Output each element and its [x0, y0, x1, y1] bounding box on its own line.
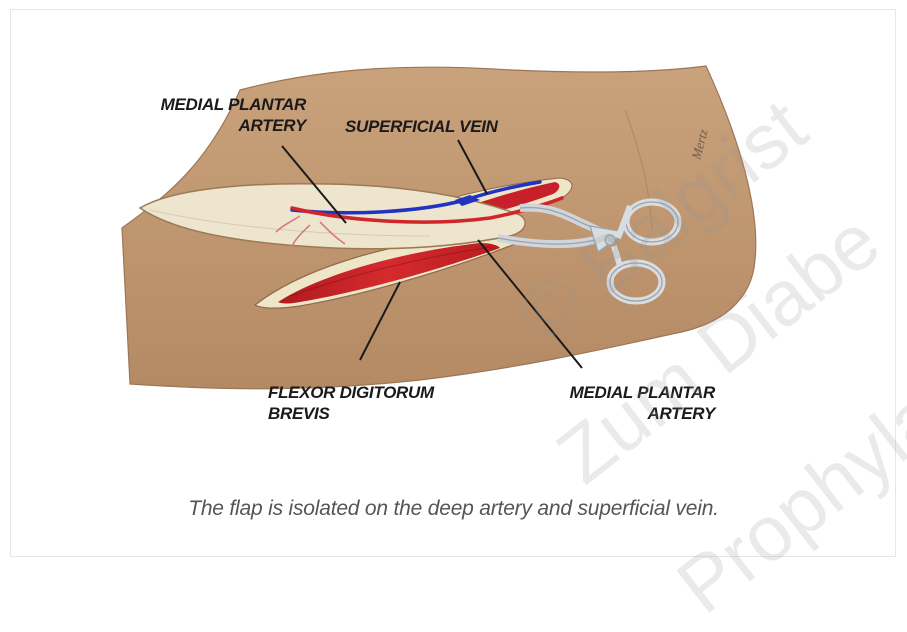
figure-caption: The flap is isolated on the deep artery … [0, 497, 907, 521]
label-medial-plantar-artery-bottom: MEDIAL PLANTAR ARTERY [540, 382, 715, 424]
label-medial-plantar-artery-top: MEDIAL PLANTAR ARTERY [132, 94, 306, 136]
foot-flap-illustration: Mertz [0, 0, 907, 569]
label-flexor-digitorum-brevis: FLEXOR DIGITORUM BREVIS [268, 382, 434, 424]
label-superficial-vein: SUPERFICIAL VEIN [345, 116, 498, 137]
